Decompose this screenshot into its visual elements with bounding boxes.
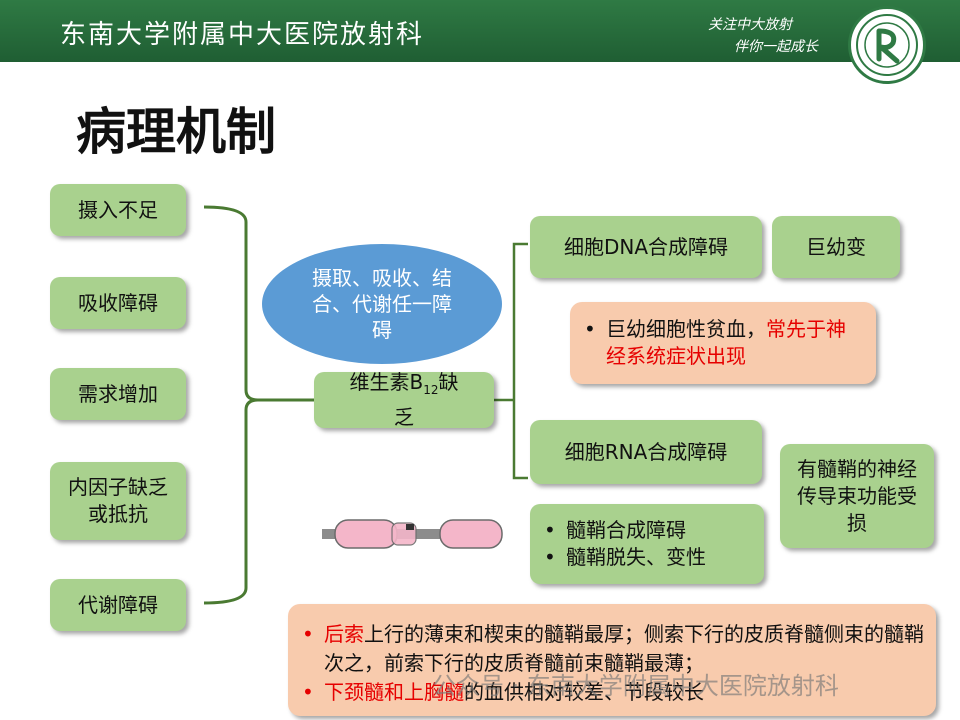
bullet-icon: • (302, 622, 314, 646)
vitamin-prefix: 维生素B (349, 370, 424, 394)
cause-label: 需求增加 (78, 381, 158, 406)
megaloblastic-change-box: 巨幼变 (772, 216, 900, 278)
effects-bracket (512, 242, 528, 480)
cause-box-intake: 摄入不足 (50, 184, 186, 236)
bullet-icon: • (544, 545, 556, 569)
myelin-item-text: 髓鞘脱失、变性 (566, 545, 706, 569)
bullet-icon: • (544, 518, 556, 542)
spinal-note-emphasis: 后索 (324, 622, 364, 646)
anemia-note-text: 巨幼细胞性贫血， (606, 317, 766, 341)
header-org-name: 东南大学附属中大医院放射科 (60, 20, 425, 50)
header-bar (0, 0, 960, 62)
spinal-note-item: • 下颈髓和上胸髓的血供相对较差、节段较长 (302, 678, 924, 707)
watermark: 公众号 · 东南大学附属中大医院放射科 (432, 672, 839, 700)
cause-box-intrinsic-factor: 内因子缺乏或抵抗 (50, 462, 186, 540)
cause-label: 代谢障碍 (78, 592, 158, 617)
summary-ellipse-text: 摄取、吸收、结合、代谢任一障碍 (312, 266, 452, 342)
nerve-conduction-box: 有髓鞘的神经传导束功能受损 (780, 444, 934, 548)
myelin-item: • 髓鞘脱失、变性 (544, 544, 706, 571)
megaloblastic-label: 巨幼变 (806, 234, 866, 259)
myelin-item-text: 髓鞘合成障碍 (566, 518, 686, 542)
rna-synthesis-label: 细胞RNA合成障碍 (564, 439, 728, 464)
spinal-note-emphasis: 下颈髓和上胸髓 (324, 680, 464, 704)
nerve-conduction-label: 有髓鞘的神经传导束功能受损 (797, 456, 917, 535)
vitamin-subscript: 12 (423, 383, 439, 397)
myelin-sheath-illustration (322, 519, 503, 549)
hospital-logo (848, 6, 926, 84)
cause-box-demand: 需求增加 (50, 368, 186, 420)
myelin-item: • 髓鞘合成障碍 (544, 517, 706, 544)
bullet-icon: • (302, 680, 314, 704)
cause-box-metabolism: 代谢障碍 (50, 579, 186, 631)
slide-title: 病理机制 (76, 103, 276, 161)
summary-ellipse: 摄取、吸收、结合、代谢任一障碍 (262, 244, 502, 364)
spinal-note-text: 上行的薄束和楔束的髓鞘最厚；侧索下行的皮质脊髓侧束的髓鞘次之，前索下行的皮质脊髓… (324, 622, 924, 675)
spinal-cord-note-box: • 后索上行的薄束和楔束的髓鞘最厚；侧索下行的皮质脊髓侧束的髓鞘次之，前索下行的… (288, 604, 936, 716)
rna-synthesis-box: 细胞RNA合成障碍 (530, 420, 762, 484)
dna-synthesis-label: 细胞DNA合成障碍 (563, 234, 729, 259)
cause-label: 摄入不足 (78, 197, 158, 222)
anemia-note-box: • 巨幼细胞性贫血，常先于神经系统症状出现 (570, 302, 876, 384)
spinal-note-item: • 后索上行的薄束和楔束的髓鞘最厚；侧索下行的皮质脊髓侧束的髓鞘次之，前索下行的… (302, 620, 924, 678)
anemia-note-emphasis: 常先于神经系统症状出现 (606, 317, 846, 368)
cause-box-absorption: 吸收障碍 (50, 277, 186, 329)
dna-synthesis-box: 细胞DNA合成障碍 (530, 216, 762, 278)
cause-label: 吸收障碍 (78, 290, 158, 315)
vitamin-suffix: 缺乏 (394, 370, 459, 429)
causes-bracket (203, 205, 259, 605)
header-slogan-line2: 伴你一起成长 (734, 39, 818, 55)
vitamin-b12-deficiency-box: 维生素B12缺乏 (314, 370, 494, 429)
spinal-note-text: 的血供相对较差、节段较长 (464, 680, 704, 704)
bullet-icon: • (584, 317, 596, 341)
header-slogan-line1: 关注中大放射 (708, 17, 792, 33)
logo-emblem-icon (856, 14, 918, 76)
cause-label: 内因子缺乏或抵抗 (68, 475, 168, 526)
myelin-effects-box: • 髓鞘合成障碍 • 髓鞘脱失、变性 (530, 504, 764, 584)
anemia-note-item: • 巨幼细胞性贫血，常先于神经系统症状出现 (584, 316, 864, 370)
